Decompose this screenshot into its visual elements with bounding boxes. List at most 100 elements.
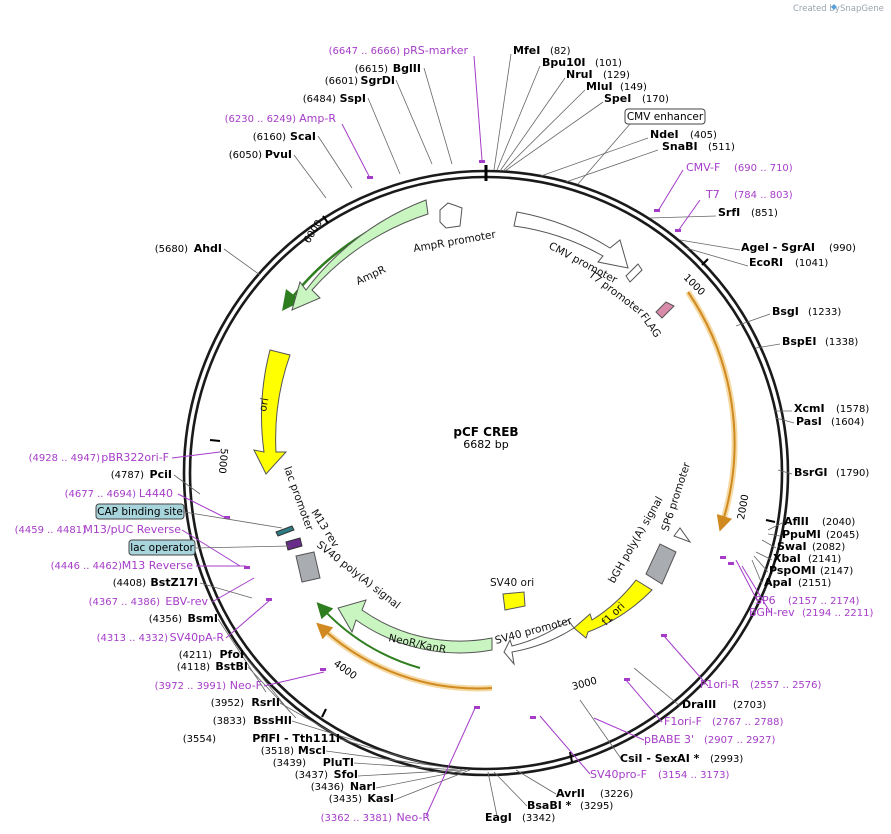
enzyme-spei[interactable]: SpeI(170) <box>604 92 669 105</box>
primer-prs-marker[interactable]: (6647 .. 6666)pRS-marker <box>329 44 469 57</box>
primer-t7[interactable]: T7(784 .. 803) <box>705 188 793 201</box>
primer-sv40pro-f[interactable]: SV40pro-F(3154 .. 3173) <box>590 768 730 781</box>
svg-text:BssHII: BssHII <box>253 714 292 727</box>
enzyme-bstz17i[interactable]: (4408)BstZ17I <box>113 576 198 589</box>
feature-sv40-ori[interactable] <box>502 591 526 611</box>
svg-text:(6484): (6484) <box>303 94 336 105</box>
enzyme-draiii[interactable]: DraIII(2703) <box>682 698 766 711</box>
feature-flag[interactable] <box>655 301 675 319</box>
feature-lac-promoter[interactable] <box>275 525 295 537</box>
primer-amp-r[interactable]: (6230 .. 6249)Amp-R <box>225 112 337 125</box>
enzyme-sfoi[interactable]: (3437)SfoI <box>295 768 358 781</box>
enzyme-bsrgi[interactable]: BsrGI(1790) <box>794 466 869 479</box>
boxed-cap-binding-site[interactable]: CAP binding site <box>95 503 185 520</box>
feature-bgh-polya[interactable] <box>645 543 677 585</box>
primer-m13-puc-reverse[interactable]: (4459 .. 4481)M13/pUC Reverse <box>15 523 182 536</box>
enzyme-kasi[interactable]: (3435)KasI <box>329 792 394 805</box>
enzyme-srfi[interactable]: SrfI(851) <box>718 206 778 219</box>
enzyme-apai[interactable]: ApaI(2151) <box>764 576 831 589</box>
feature-ampr-promoter[interactable] <box>439 202 463 229</box>
enzyme-rsrii[interactable]: (3952)RsrII <box>211 696 280 709</box>
svg-text:AhdI: AhdI <box>194 242 222 255</box>
boxed-lac-operator[interactable]: lac operator <box>128 539 196 556</box>
svg-text:RsrII: RsrII <box>251 696 280 709</box>
feature-m13-rev[interactable] <box>285 537 303 551</box>
feature-t7-promoter[interactable] <box>625 263 643 283</box>
primer-sp6[interactable]: SP6(2157 .. 2174) <box>755 594 860 607</box>
enzyme-bspei[interactable]: BspEI(1338) <box>782 335 858 348</box>
enzyme-bpu10i[interactable]: Bpu10I(101) <box>542 56 622 69</box>
primer-pbabe3[interactable]: pBABE 3'(2907 .. 2927) <box>644 733 776 746</box>
enzyme-csii-sexai[interactable]: CsiI - SexAI *(2993) <box>620 752 743 765</box>
enzyme-bstbi[interactable]: (4118)BstBI <box>177 660 248 673</box>
feature-ori[interactable] <box>253 349 291 475</box>
enzyme-pluti[interactable]: (3439)PluTI <box>273 756 354 769</box>
primer-bgh-rev[interactable]: BGH-rev(2194 .. 2211) <box>749 606 874 619</box>
svg-text:(4367 .. 4386): (4367 .. 4386) <box>89 597 161 608</box>
feature-neor-kanr[interactable] <box>337 599 493 654</box>
primer-ebv-rev[interactable]: (4367 .. 4386)EBV-rev <box>89 595 209 608</box>
enzyme-ndei[interactable]: NdeI(405) <box>650 128 717 141</box>
primer-l4440[interactable]: (4677 .. 4694)L4440 <box>65 487 173 500</box>
enzyme-pflfi-tth111i[interactable]: (3554)PflFI - Tth111I <box>183 732 340 745</box>
svg-text:(4408): (4408) <box>113 578 146 589</box>
primer-sv40pa-r[interactable]: (4313 .. 4332)SV40pA-R <box>97 631 225 644</box>
enzyme-xbai[interactable]: XbaI(2141) <box>773 552 841 565</box>
feature-sv40-promoter[interactable] <box>503 619 575 666</box>
enzyme-swai[interactable]: SwaI(2082) <box>777 540 845 553</box>
label-ampr: AmpR <box>354 264 388 288</box>
enzyme-pcii[interactable]: (4787)PciI <box>111 468 172 481</box>
enzyme-xcmi[interactable]: XcmI(1578) <box>794 402 869 415</box>
enzyme-ppumi[interactable]: PpuMI(2045) <box>782 528 859 541</box>
enzyme-pfoi[interactable]: (4211)PfoI <box>179 648 244 661</box>
enzyme-bsmi[interactable]: (4356)BsmI <box>149 612 218 625</box>
enzyme-msci[interactable]: (3518)MscI <box>261 744 326 757</box>
enzyme-mfei[interactable]: MfeI(82) <box>513 44 571 57</box>
svg-text:Amp-R: Amp-R <box>299 112 336 125</box>
svg-text:Neo-R: Neo-R <box>396 811 430 824</box>
enzyme-pasi[interactable]: PasI(1604) <box>796 415 864 428</box>
svg-text:CMV enhancer: CMV enhancer <box>627 111 704 123</box>
enzyme-eagi[interactable]: EagI(3342) <box>485 811 555 824</box>
enzyme-bsgi[interactable]: BsgI(1233) <box>772 305 841 318</box>
enzyme-nrui[interactable]: NruI(129) <box>566 68 630 81</box>
primer-cmv-f[interactable]: CMV-F(690 .. 710) <box>686 161 793 174</box>
enzyme-scai[interactable]: (6160)ScaI <box>253 130 316 143</box>
enzyme-sspi[interactable]: (6484)SspI <box>303 92 366 105</box>
feature-ampr[interactable] <box>291 199 429 311</box>
svg-text:(3362 .. 3381): (3362 .. 3381) <box>321 813 393 824</box>
primer-f1ori-r[interactable]: F1ori-R(2557 .. 2576) <box>700 678 822 691</box>
primer-neo-f[interactable]: (3972 .. 3991)Neo-F <box>155 679 262 692</box>
primer-m13-reverse[interactable]: (4446 .. 4462)M13 Reverse <box>51 559 194 572</box>
enzyme-snabi[interactable]: SnaBI(511) <box>662 140 735 153</box>
green-arc-neo <box>316 602 421 669</box>
svg-text:(170): (170) <box>642 94 669 105</box>
primer-f1ori-f[interactable]: F1ori-F(2767 .. 2788) <box>664 715 784 728</box>
feature-sv40-polya[interactable] <box>295 551 321 583</box>
enzyme-bsabi[interactable]: BsaBI *(3295) <box>527 799 613 812</box>
boxed-cmv-enhancer[interactable]: CMV enhancer <box>624 108 706 125</box>
enzyme-bsshii[interactable]: (3833)BssHII <box>213 714 292 727</box>
svg-text:(2703): (2703) <box>733 700 766 711</box>
feature-sp6-promoter[interactable] <box>673 527 692 544</box>
enzyme-pspomi[interactable]: PspOMI(2147) <box>769 564 853 577</box>
svg-text:(2147): (2147) <box>820 566 853 577</box>
primer-pbr322ori-f[interactable]: (4928 .. 4947)pBR322ori-F <box>29 451 169 464</box>
label-lac-promoter: lac promoter <box>281 465 315 533</box>
enzyme-avrii[interactable]: AvrII(3226) <box>556 787 633 800</box>
enzyme-sgrdi[interactable]: (6601)SgrDI <box>325 74 395 87</box>
enzyme-bglii[interactable]: (6615)BglII <box>355 62 421 75</box>
enzyme-nari[interactable]: (3436)NarI <box>311 780 376 793</box>
enzyme-ahdi[interactable]: (5680)AhdI <box>155 242 222 255</box>
primer-neo-r[interactable]: (3362 .. 3381)Neo-R <box>321 811 431 824</box>
enzyme-aflii[interactable]: AflII(2040) <box>784 515 855 528</box>
svg-text:(1604): (1604) <box>831 417 864 428</box>
enzyme-mlui[interactable]: MluI(149) <box>586 80 647 93</box>
feature-cmv-promoter[interactable] <box>513 211 629 269</box>
enzyme-agei-sgrai[interactable]: AgeI - SgrAI(990) <box>741 241 856 254</box>
enzyme-pvui[interactable]: (6050)PvuI <box>229 148 292 161</box>
svg-text:(2767 .. 2788): (2767 .. 2788) <box>712 717 784 728</box>
svg-text:ApaI: ApaI <box>764 576 792 589</box>
feature-f1-ori[interactable] <box>573 579 653 639</box>
enzyme-ecori[interactable]: EcoRI(1041) <box>749 256 828 269</box>
